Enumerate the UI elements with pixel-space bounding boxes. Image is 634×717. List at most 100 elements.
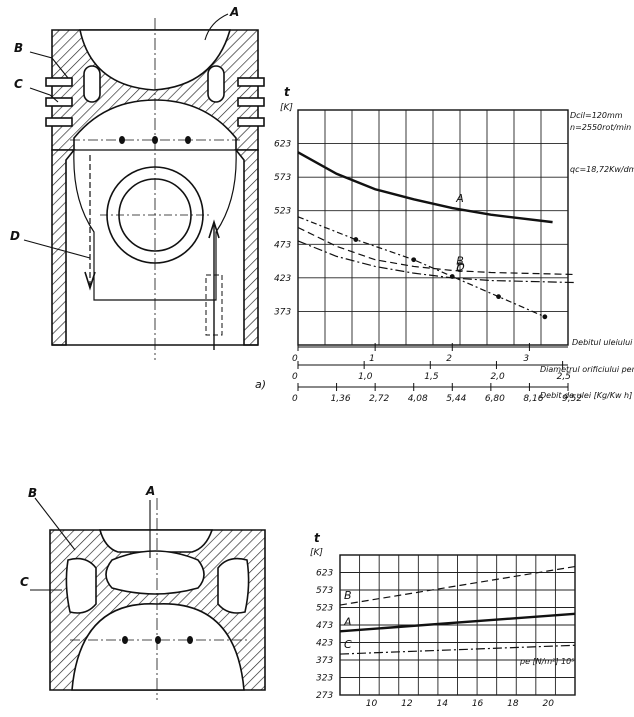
series-line-b xyxy=(339,565,576,606)
ring-groove-left-3 xyxy=(45,117,73,127)
leader-b xyxy=(29,51,69,79)
x-tick-label: 0 xyxy=(292,394,298,404)
x-tick-label: 1,36 xyxy=(331,394,351,404)
piston2-leader-b xyxy=(34,497,76,551)
x-tick-label: 1,5 xyxy=(424,372,439,382)
x-tick-label: 20 xyxy=(542,699,554,709)
chart-2-y-unit: [K] xyxy=(310,548,323,558)
x-tick-label: 0 xyxy=(292,354,298,364)
series-line-a xyxy=(297,151,553,224)
series-label-c: C xyxy=(344,638,352,651)
ring-groove-right-3 xyxy=(237,117,265,127)
y-tick-label: 573 xyxy=(274,173,291,183)
series-label-c: C xyxy=(456,262,464,275)
x-tick-label: 8,16 xyxy=(523,394,543,404)
chart-1-axis-label-1: Debitul uleiului [dm³/min] xyxy=(572,338,634,347)
chart-1-axis-label-3: Debit de ulei [Kg/Kw h] xyxy=(540,391,632,400)
y-tick-label: 523 xyxy=(316,604,333,614)
piston-skirt-right xyxy=(234,149,259,346)
ring-groove-right-2 xyxy=(237,97,265,107)
series-line-c xyxy=(339,644,576,655)
x-tick-label: 2,72 xyxy=(369,394,389,404)
leader-c xyxy=(29,87,59,103)
x-tick-label: 14 xyxy=(436,699,448,709)
x-tick-label: 9,52 xyxy=(562,394,582,404)
chart-1-y-title: t xyxy=(284,85,291,99)
x-tick-label: 12 xyxy=(401,699,413,709)
x-tick-label: 5,44 xyxy=(446,394,466,404)
y-tick-label: 623 xyxy=(316,569,333,579)
cooling-gallery-left xyxy=(83,65,101,103)
piston2-gallery xyxy=(105,550,205,595)
chart-1-axis-label-2: Diametrul orificiului pentru stropire [m… xyxy=(540,365,634,374)
series-marker-d xyxy=(411,257,417,263)
chart-1-note-1: Dcil=120mm xyxy=(570,111,623,120)
x-tick-label: 0 xyxy=(292,372,298,382)
leader-d xyxy=(23,239,91,259)
series-line-a xyxy=(339,612,576,633)
series-line-c xyxy=(297,240,576,284)
fig1-label-b: B xyxy=(14,41,23,55)
chart-2-grid xyxy=(339,554,576,696)
ring-groove-right-1 xyxy=(237,77,265,87)
y-tick-label: 473 xyxy=(274,240,291,250)
x-tick-label: 4,08 xyxy=(408,394,428,404)
y-tick-label: 273 xyxy=(316,691,333,701)
series-label-b: B xyxy=(456,254,464,267)
x-tick-label: 6,80 xyxy=(485,394,505,404)
fig2-label-b: B xyxy=(28,486,37,500)
y-tick-label: 423 xyxy=(274,274,291,284)
y-tick-label: 623 xyxy=(274,140,291,150)
piston2-channel-right xyxy=(217,557,250,614)
piston-drawing-1 xyxy=(23,13,265,360)
series-label-d: D xyxy=(456,261,464,274)
y-tick-label: 373 xyxy=(316,656,333,666)
piston2-channel-left xyxy=(65,557,97,614)
x-tick-label: 3 xyxy=(523,354,529,364)
chart-2-series: BAC xyxy=(339,565,576,655)
x-tick-label: 1 xyxy=(369,354,375,364)
series-label-a: A xyxy=(343,615,352,628)
y-tick-label: 473 xyxy=(316,621,333,631)
series-line-b xyxy=(297,226,576,276)
series-label-a: A xyxy=(455,192,464,205)
chart-1-series: A BCD xyxy=(297,151,576,320)
series-marker-d xyxy=(496,294,501,300)
chart-2-y-title: t xyxy=(314,531,321,545)
oil-jet-left-arrow xyxy=(84,271,96,291)
series-label-b: B xyxy=(344,589,352,602)
chart-1-y-unit: [K] xyxy=(280,103,293,113)
series-marker-d xyxy=(353,237,359,242)
series-line-d xyxy=(297,216,546,318)
piston2-bowl xyxy=(98,529,214,553)
oil-nozzle xyxy=(205,274,223,336)
y-tick-label: 423 xyxy=(316,639,333,649)
chart-1-note-2: n=2550rot/min xyxy=(570,123,631,132)
ring-groove-left-2 xyxy=(45,97,73,107)
series-marker-d xyxy=(449,274,455,279)
piston-skirt xyxy=(51,149,76,346)
x-tick-label: 16 xyxy=(472,699,484,709)
ring-groove-left-1 xyxy=(45,77,73,87)
fig2-label-c: C xyxy=(20,575,29,589)
fig1-label-c: C xyxy=(14,77,23,91)
figure-tag-a: a) xyxy=(255,378,266,391)
chart-2-x-title: pe [N/m²] 10⁵ xyxy=(519,657,574,666)
series-marker-d xyxy=(542,314,548,320)
oil-jet-right-arrow xyxy=(208,219,220,239)
x-tick-label: 2,0 xyxy=(490,372,505,382)
x-tick-label: 10 xyxy=(366,699,378,709)
fig1-label-d: D xyxy=(10,229,20,243)
leader-a xyxy=(204,13,229,41)
x-tick-label: 18 xyxy=(507,699,519,709)
chart-1-grid xyxy=(297,109,569,346)
x-tick-label: 1,0 xyxy=(358,372,373,382)
y-tick-label: 323 xyxy=(316,674,333,684)
y-tick-label: 373 xyxy=(274,307,291,317)
x-tick-label: 2,5 xyxy=(557,372,572,382)
